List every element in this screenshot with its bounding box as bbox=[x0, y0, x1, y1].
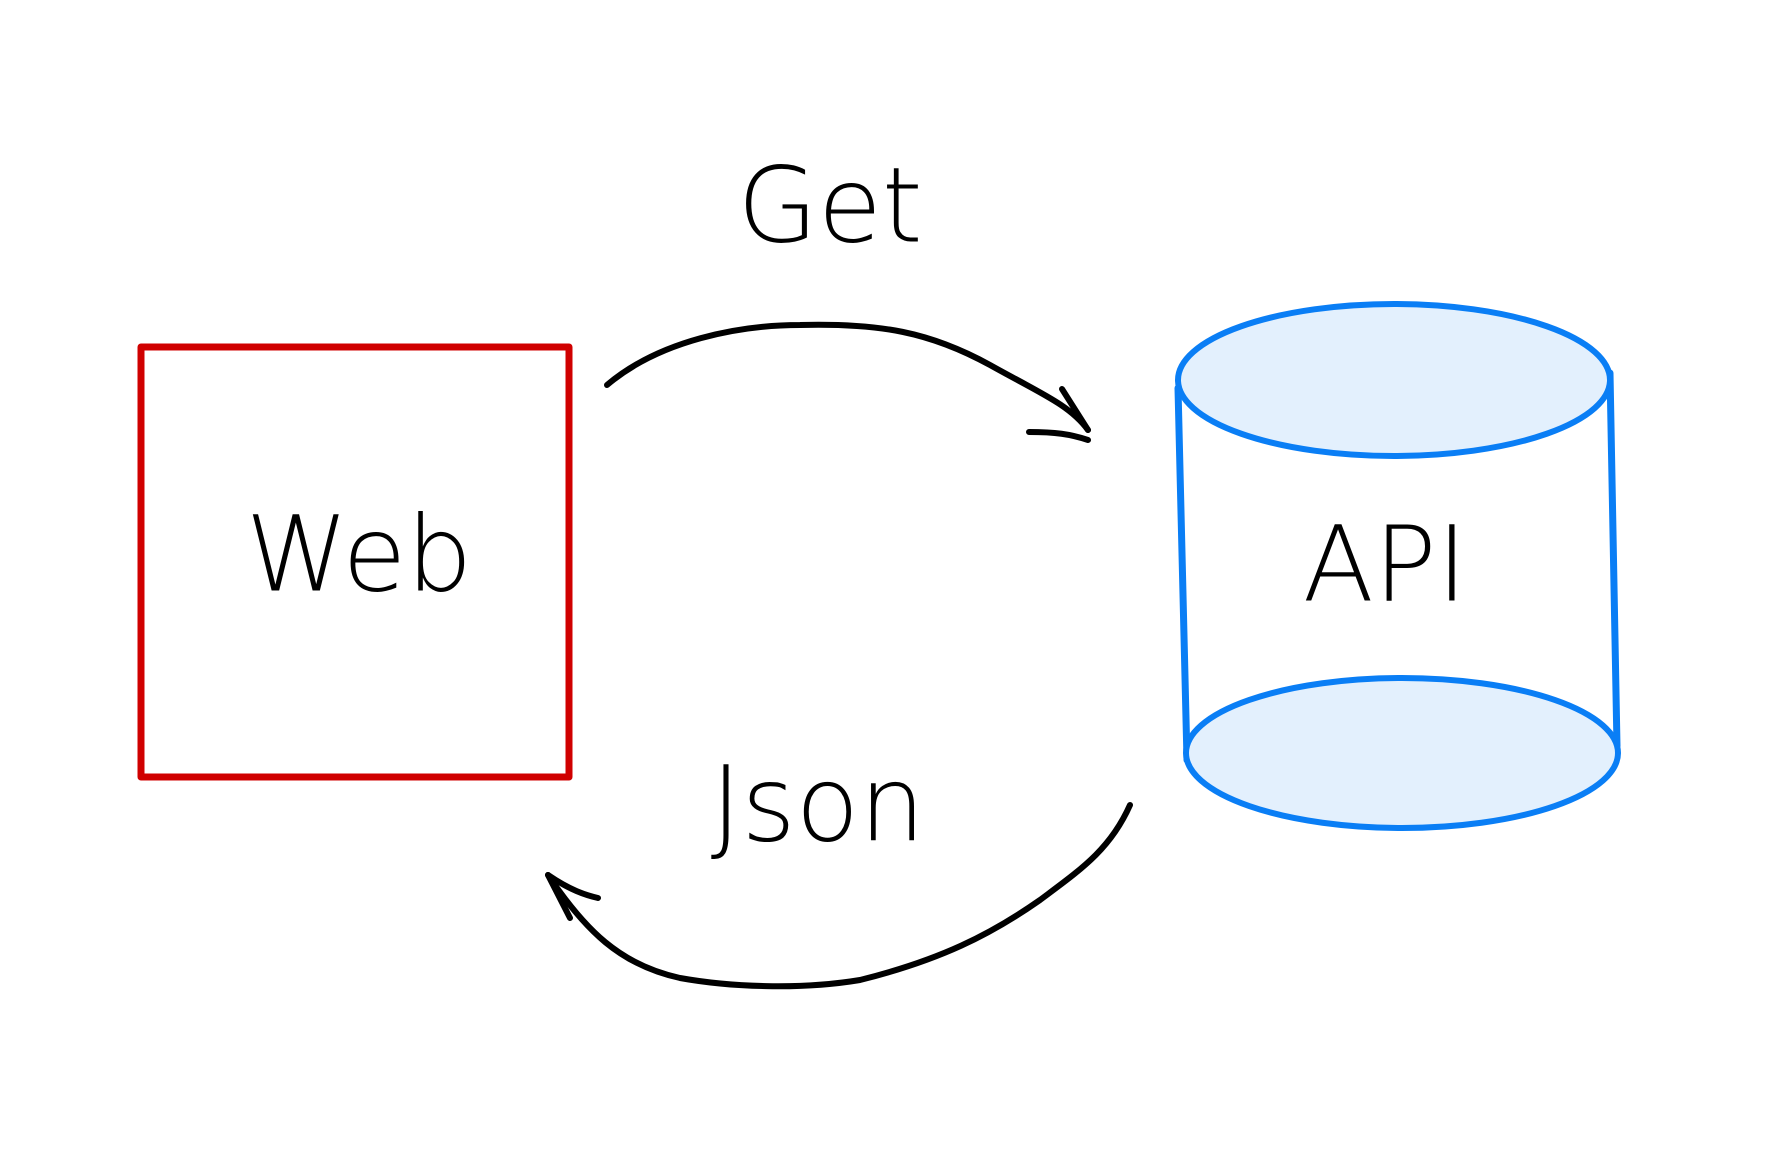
api-cylinder-bottom bbox=[1183, 675, 1621, 831]
response-label: Json bbox=[711, 743, 925, 865]
api-cylinder-body bbox=[1174, 369, 1621, 764]
response-arrow[interactable]: Json bbox=[545, 743, 1133, 990]
web-box bbox=[137, 343, 573, 781]
request-arrowhead bbox=[1026, 386, 1091, 443]
api-cylinder-top bbox=[1175, 301, 1613, 459]
response-arrow-line bbox=[545, 802, 1133, 990]
request-arrow-line bbox=[604, 321, 1091, 433]
request-arrow[interactable]: Get bbox=[604, 144, 1091, 443]
web-node[interactable]: Web bbox=[137, 343, 573, 781]
request-label: Get bbox=[737, 144, 922, 266]
web-label: Web bbox=[246, 493, 473, 615]
response-arrowhead bbox=[545, 872, 601, 921]
api-node[interactable]: API bbox=[1174, 301, 1621, 831]
api-label: API bbox=[1303, 503, 1468, 625]
